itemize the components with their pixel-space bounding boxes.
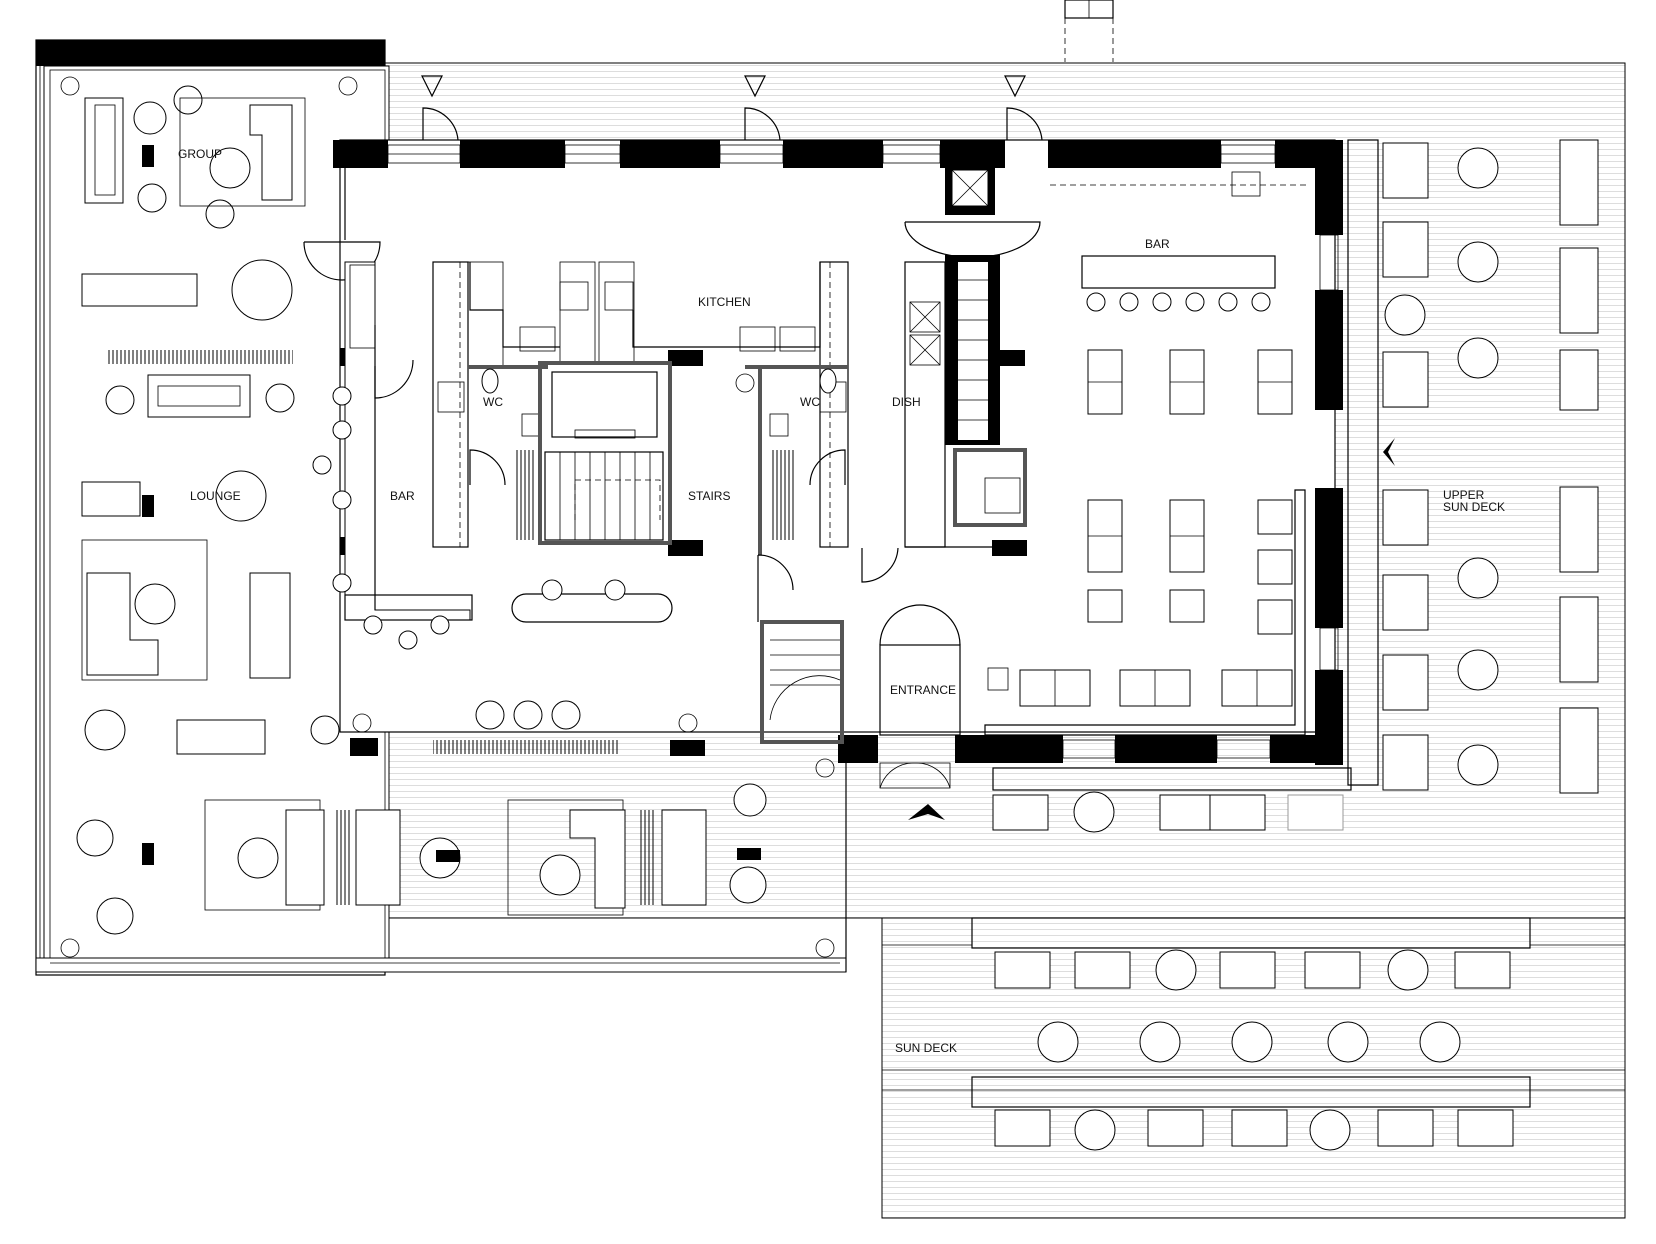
label-entrance: ENTRANCE xyxy=(890,683,956,697)
dining-tables-interior xyxy=(984,349,1306,736)
label-upper-sun-deck-2: SUN DECK xyxy=(1443,500,1505,514)
label-dish: DISH xyxy=(892,395,921,409)
terrace-furniture xyxy=(76,85,767,935)
plant-icon xyxy=(60,76,80,96)
plant-icon xyxy=(678,713,698,733)
terrace-roof-edge xyxy=(36,40,385,66)
label-kitchen: KITCHEN xyxy=(698,295,751,309)
stairs-entrance xyxy=(757,547,961,789)
room-labels: GROUP LOUNGE BAR WC WC KITCHEN STAIRS DI… xyxy=(178,147,1505,1055)
upper-deck-furniture xyxy=(992,139,1599,833)
wc-kitchen-core xyxy=(432,261,849,555)
label-lounge: LOUNGE xyxy=(190,489,241,503)
label-group: GROUP xyxy=(178,147,222,161)
main-entrance-arrow-icon xyxy=(908,804,945,820)
west-bar xyxy=(312,261,473,650)
plant-icon xyxy=(60,938,80,958)
east-bar xyxy=(1050,171,1310,312)
dish-area xyxy=(904,165,1041,548)
plant-icon xyxy=(735,373,755,393)
stair-core xyxy=(538,361,672,545)
plant-icon xyxy=(815,938,835,958)
plant-icon xyxy=(815,758,835,778)
central-island xyxy=(511,579,673,623)
building-interior xyxy=(339,139,1336,733)
entrance-arrows xyxy=(421,75,1395,820)
label-wc-left: WC xyxy=(483,395,503,409)
plant-icon xyxy=(338,76,358,96)
roof-vent xyxy=(1064,0,1114,62)
label-bar-west: BAR xyxy=(390,489,415,503)
plant-icon xyxy=(352,713,372,733)
north-doors xyxy=(303,107,1043,281)
label-wc-right: WC xyxy=(800,395,820,409)
plants xyxy=(60,76,835,958)
sun-deck-furniture xyxy=(971,917,1531,1151)
windows xyxy=(387,144,1339,759)
label-bar-east: BAR xyxy=(1145,237,1170,251)
label-stairs: STAIRS xyxy=(688,489,730,503)
label-upper-sun-deck-1: UPPER xyxy=(1443,488,1485,502)
label-sun-deck: SUN DECK xyxy=(895,1041,957,1055)
side-entrance-arrow-icon xyxy=(1383,438,1395,466)
